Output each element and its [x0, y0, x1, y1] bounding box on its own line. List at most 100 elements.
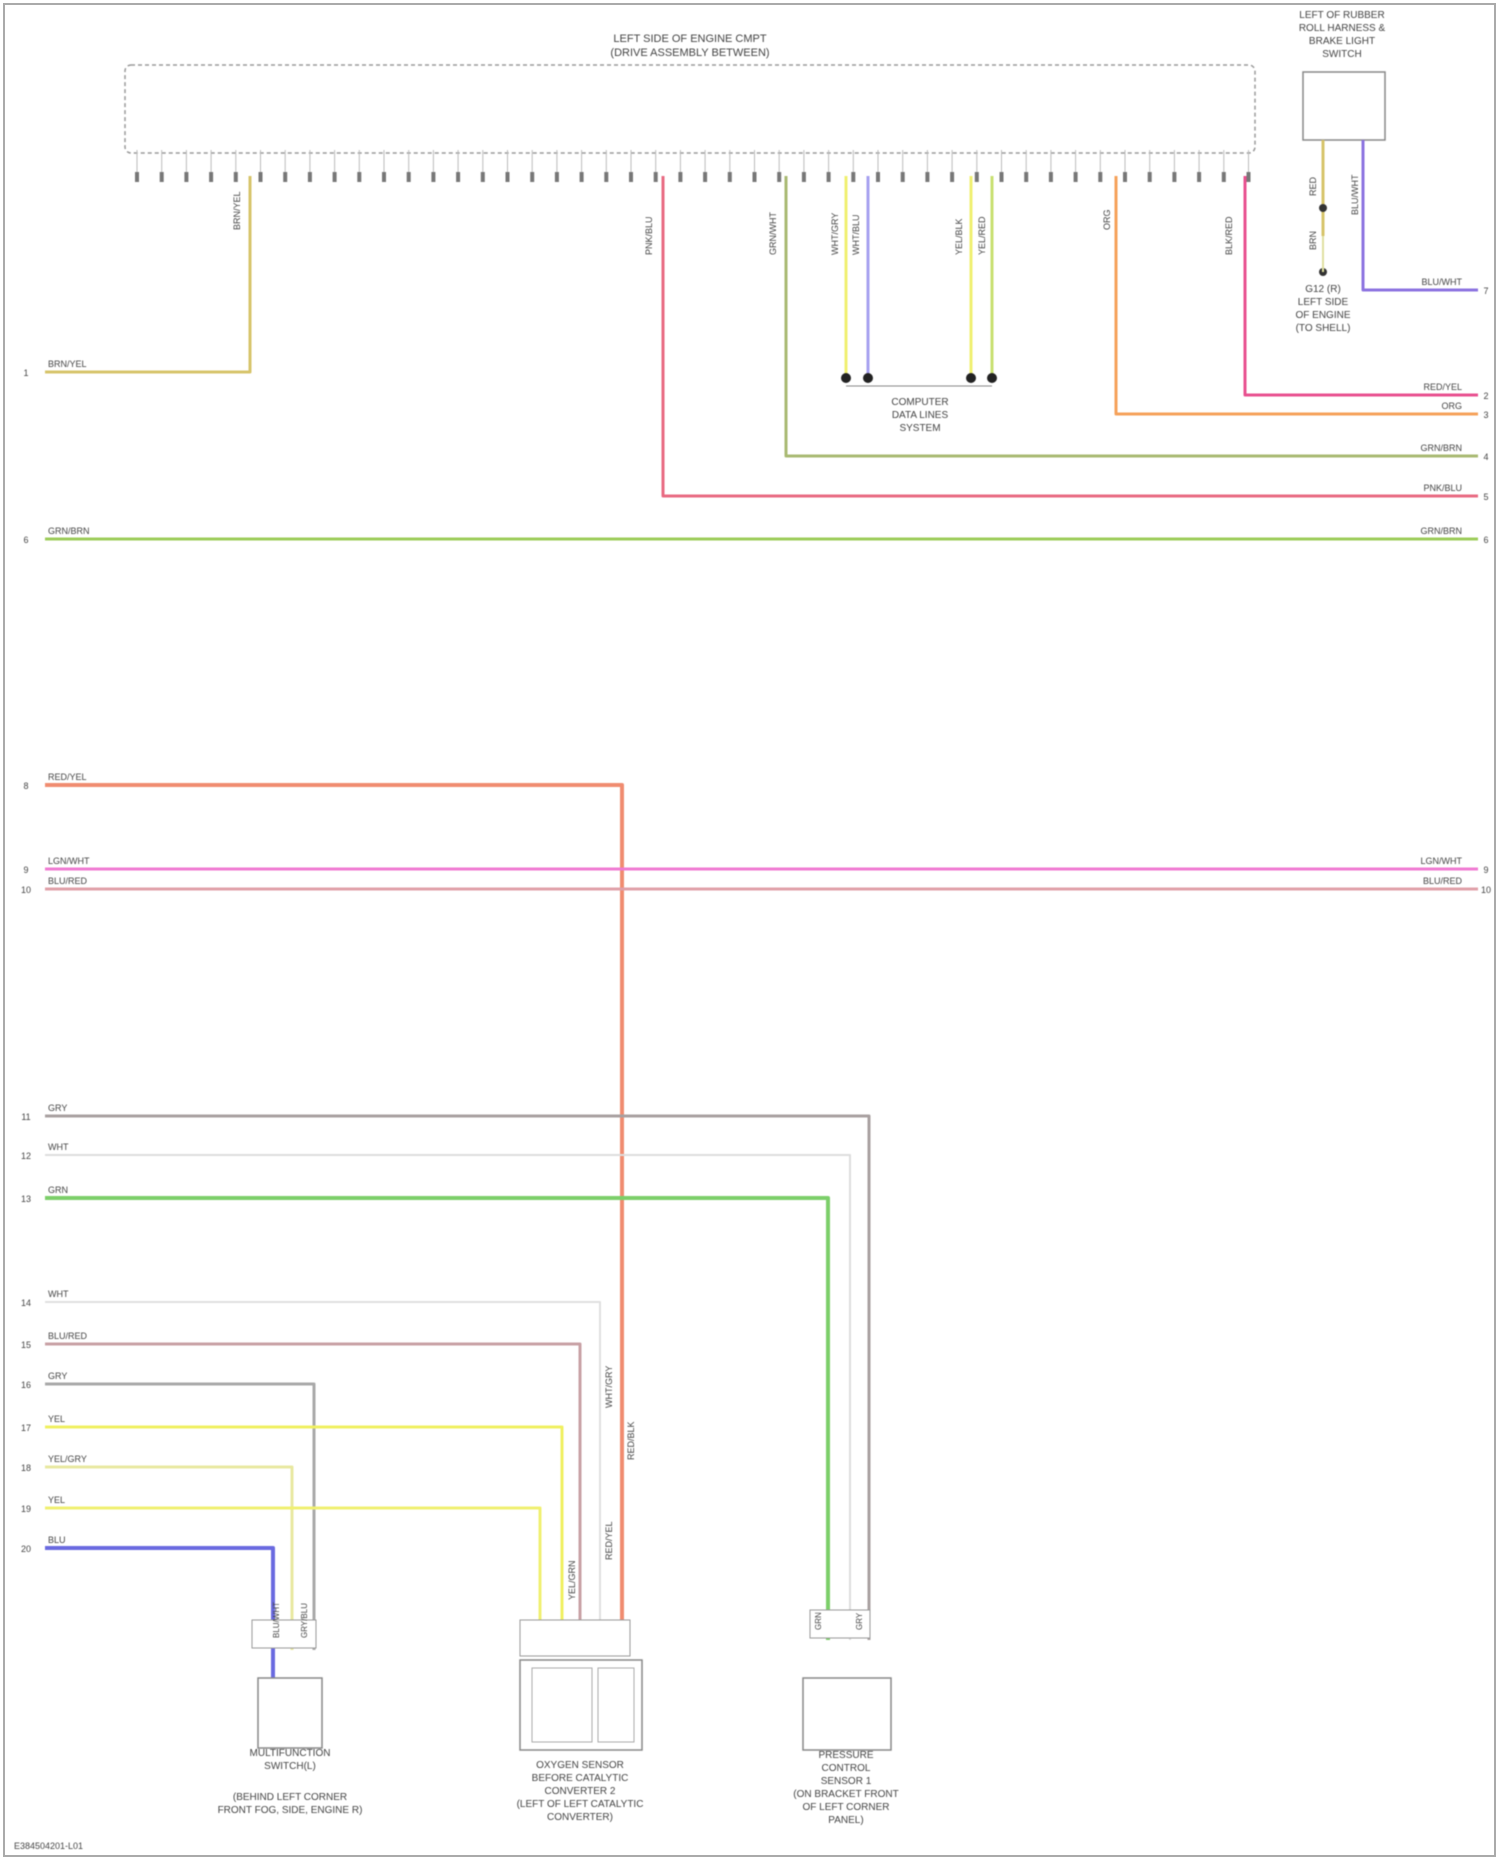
splice-g12-line-1: G12 (R): [1305, 284, 1341, 295]
connection-label-left-15: BLU/RED: [48, 1331, 88, 1341]
main-pin-terminal-16: [506, 172, 510, 182]
main-pin-terminal-35: [975, 172, 979, 182]
connection-label-left-10: BLU/RED: [48, 876, 88, 886]
main-pin-terminal-7: [283, 172, 287, 182]
main-pin-terminal-42: [1148, 172, 1152, 182]
bottom-component-3-desc-5: OF LEFT CORNER: [802, 1802, 889, 1813]
main-pin-terminal-13: [431, 172, 435, 182]
main-pin-terminal-10: [357, 172, 361, 182]
bottom-component-3-desc-1: PRESSURE: [818, 1750, 873, 1761]
bottom-component-3-desc-4: (ON BRACKET FRONT: [793, 1789, 898, 1800]
connection-label-left-14: WHT: [48, 1289, 69, 1299]
splice-data-line-1: COMPUTER: [891, 397, 948, 408]
main-pin-terminal-40: [1098, 172, 1102, 182]
main-pin-terminal-22: [654, 172, 658, 182]
connection-number-left-6: 6: [23, 535, 28, 545]
bottom-component-2-desc-3: CONVERTER 2: [545, 1786, 616, 1797]
main-pin-terminal-41: [1123, 172, 1127, 182]
connection-label-left-13: GRN: [48, 1185, 68, 1195]
splice-data-dot-4: [987, 373, 997, 383]
main-pin-terminal-31: [876, 172, 880, 182]
main-pin-terminal-27: [777, 172, 781, 182]
connection-label-left-20: BLU: [48, 1535, 66, 1545]
top-right-title-1: LEFT OF RUBBER: [1299, 10, 1384, 21]
bottom-component-2-wire-label-4: RED/YEL: [604, 1521, 614, 1560]
splice-data-lines: COMPUTER DATA LINES SYSTEM: [891, 397, 948, 434]
connection-label-left-16: GRY: [48, 1371, 67, 1381]
main-pin-terminal-17: [530, 172, 534, 182]
top-right-wire-label-3: BRN: [1308, 231, 1318, 250]
bottom-component-3-desc-3: SENSOR 1: [821, 1776, 872, 1787]
main-pin-terminal-33: [925, 172, 929, 182]
bottom-component-3-desc-2: CONTROL: [822, 1763, 871, 1774]
connection-label-right-6: GRN/BRN: [1420, 526, 1462, 536]
main-pin-terminal-12: [407, 172, 411, 182]
main-pin-terminal-19: [580, 172, 584, 182]
bottom-component-1-name-1: MULTIFUNCTION: [250, 1748, 331, 1759]
main-wire-label-8: ORG: [1102, 209, 1112, 230]
top-right-box: [1303, 72, 1385, 140]
connection-number-right-6: 6: [1483, 535, 1488, 545]
main-pin-terminal-20: [604, 172, 608, 182]
main-pin-terminal-15: [481, 172, 485, 182]
main-pin-terminal-26: [753, 172, 757, 182]
connection-number-right-4: 4: [1483, 452, 1488, 462]
connection-label-left-12: WHT: [48, 1142, 69, 1152]
bottom-component-1-wire-label-1: BLU/WHT: [272, 1602, 281, 1638]
connection-label-left-9: LGN/WHT: [48, 856, 90, 866]
bottom-component-1-desc-1: (BEHIND LEFT CORNER: [233, 1792, 347, 1803]
connection-label-right-7: BLU/WHT: [1422, 277, 1463, 287]
connection-number-right-10: 10: [1481, 885, 1491, 895]
connection-label-right-4: GRN/BRN: [1420, 443, 1462, 453]
connection-number-left-17: 17: [21, 1423, 31, 1433]
bottom-component-1-wire-label-2: GRY/BLU: [300, 1603, 309, 1638]
bottom-component-2-connector: [520, 1620, 630, 1656]
main-module-title-2: (DRIVE ASSEMBLY BETWEEN): [610, 47, 769, 59]
bottom-component-2-box: [520, 1660, 642, 1750]
main-pin-terminal-2: [160, 172, 164, 182]
connection-label-left-11: GRY: [48, 1103, 67, 1113]
splice-g12-line-4: (TO SHELL): [1296, 323, 1351, 334]
bottom-component-3-box: [803, 1678, 891, 1750]
top-right-module: LEFT OF RUBBER ROLL HARNESS & BRAKE LIGH…: [1299, 10, 1386, 140]
connection-label-right-10: BLU/RED: [1423, 876, 1463, 886]
top-right-title-4: SWITCH: [1322, 49, 1361, 60]
main-pin-terminal-34: [950, 172, 954, 182]
footer-code: E384504201-L01: [14, 1841, 83, 1851]
main-pin-terminal-36: [1000, 172, 1004, 182]
splice-data-line-3: SYSTEM: [899, 423, 940, 434]
connection-label-left-17: YEL: [48, 1414, 65, 1424]
connection-number-left-19: 19: [21, 1504, 31, 1514]
main-pin-terminal-38: [1049, 172, 1053, 182]
main-pin-terminal-14: [456, 172, 460, 182]
connection-number-left-20: 20: [21, 1544, 31, 1554]
main-pin-terminal-21: [629, 172, 633, 182]
main-pin-terminal-39: [1074, 172, 1078, 182]
splice-data-line-2: DATA LINES: [892, 410, 949, 421]
bottom-component-3-desc-6: PANEL): [828, 1815, 863, 1826]
bottom-component-1-box: [258, 1678, 322, 1748]
main-pin-terminal-6: [259, 172, 263, 182]
main-pin-terminal-30: [851, 172, 855, 182]
connection-number-right-7: 7: [1483, 286, 1488, 296]
main-pin-terminal-24: [703, 172, 707, 182]
splice-data-dot-3: [966, 373, 976, 383]
main-pin-terminal-18: [555, 172, 559, 182]
main-wire-label-3: GRN/WHT: [768, 212, 778, 255]
main-pin-terminal-23: [678, 172, 682, 182]
bottom-component-2-desc-4: (LEFT OF LEFT CATALYTIC: [517, 1799, 644, 1810]
connection-label-left-6: GRN/BRN: [48, 526, 90, 536]
connection-label-left-18: YEL/GRY: [48, 1454, 87, 1464]
connection-label-right-5: PNK/BLU: [1423, 483, 1462, 493]
main-wire-label-4: WHT/GRY: [830, 213, 840, 255]
splice-g12-line-2: LEFT SIDE: [1298, 297, 1349, 308]
main-pin-terminal-1: [135, 172, 139, 182]
main-pin-terminal-5: [234, 172, 238, 182]
connection-number-left-18: 18: [21, 1463, 31, 1473]
splice-data-dot-1: [841, 373, 851, 383]
top-right-title-2: ROLL HARNESS &: [1299, 23, 1386, 34]
connection-label-left-8: RED/YEL: [48, 772, 87, 782]
main-wire-label-9: BLK/RED: [1224, 216, 1234, 255]
connection-number-left-11: 11: [21, 1112, 30, 1122]
connection-number-left-14: 14: [21, 1298, 31, 1308]
